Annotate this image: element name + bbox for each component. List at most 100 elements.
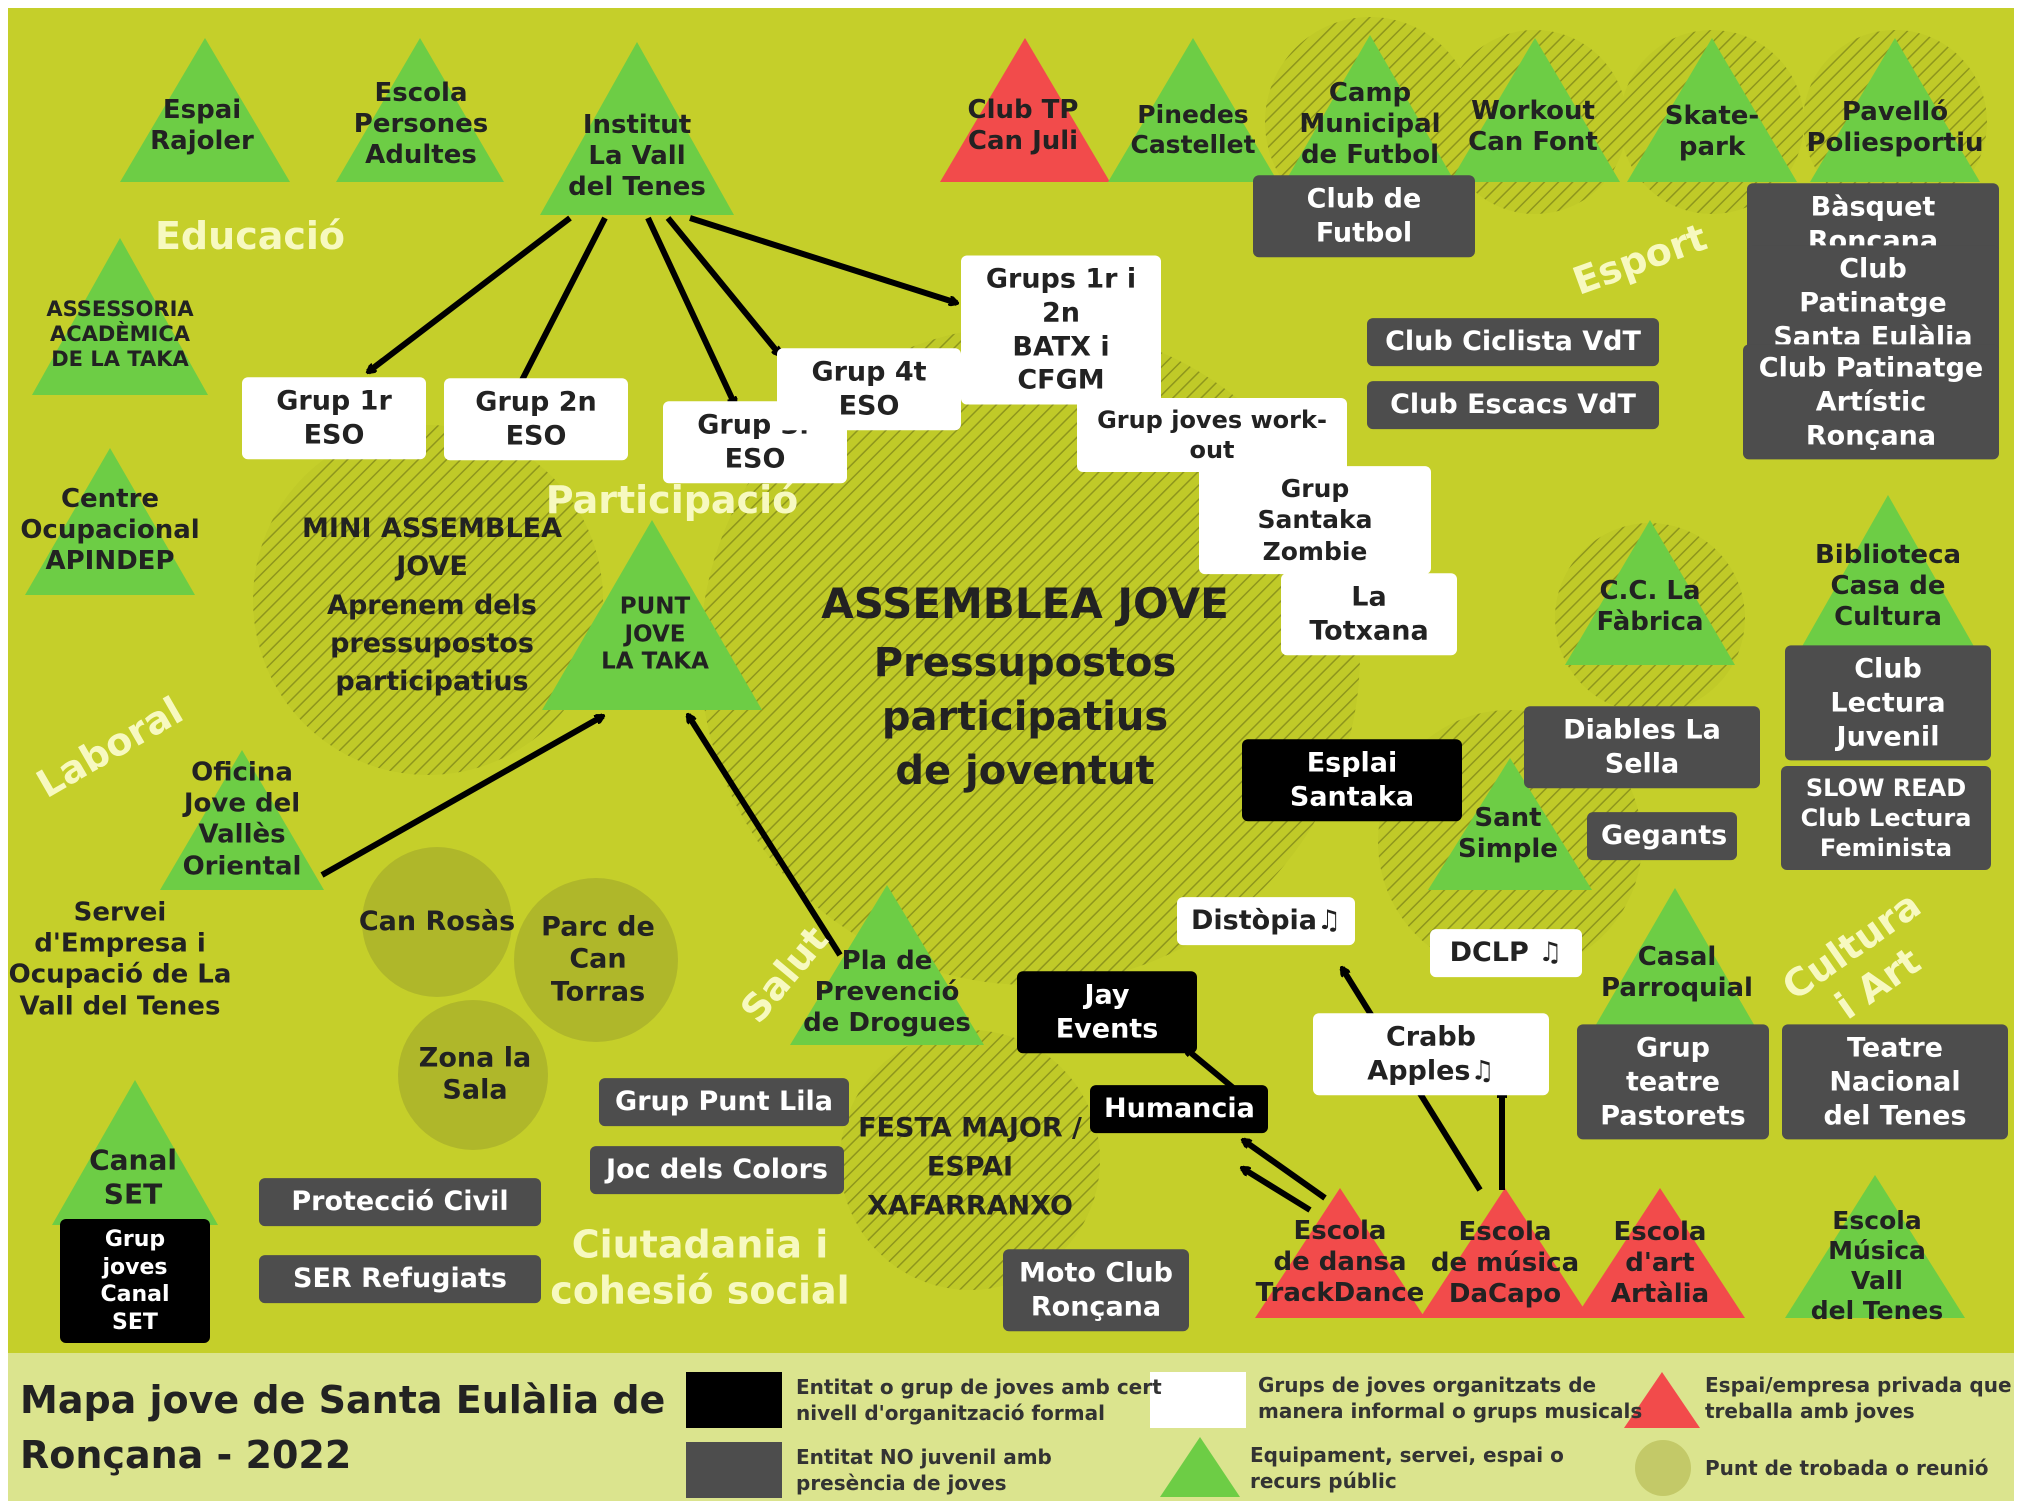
assessoria-triangle bbox=[32, 238, 208, 395]
festa-major-label: FESTA MAJOR / ESPAI XAFARRANXO bbox=[858, 1112, 1082, 1222]
escacs-box: Club Escacs VdT bbox=[1367, 381, 1659, 429]
humancia-box: Humancia bbox=[1090, 1085, 1268, 1133]
legend-white-swatch bbox=[1150, 1372, 1246, 1428]
moto-club-box: Moto Club Ronçana bbox=[1003, 1249, 1189, 1331]
legend-black-text: Entitat o grup de joves amb cert nivell … bbox=[796, 1375, 1162, 1425]
pavello-triangle bbox=[1810, 38, 1980, 182]
legend-red-triangle bbox=[1624, 1372, 1700, 1428]
camp-futbol-triangle bbox=[1285, 35, 1455, 182]
area-label-participacio: Participació bbox=[545, 478, 799, 523]
grup-4t-box: Grup 4t ESO bbox=[777, 348, 961, 430]
arrow-to-grup-2n bbox=[515, 216, 608, 388]
diables-box: Diables La Sella bbox=[1524, 706, 1760, 788]
jay-events-box: Jay Events bbox=[1017, 971, 1197, 1053]
pavello-label: Pavelló Poliesportiu bbox=[1806, 96, 1984, 158]
escola-musica-dacapo-triangle bbox=[1420, 1188, 1590, 1318]
arrow-pla-to-punt bbox=[685, 715, 843, 957]
can-torras-spot bbox=[514, 878, 678, 1042]
legend-symbols bbox=[686, 1372, 1700, 1498]
zombie-box: Grup Santaka Zombie bbox=[1199, 466, 1431, 574]
dclp-box: DCLP ♫ bbox=[1430, 929, 1582, 977]
sant-simple-triangle bbox=[1428, 758, 1592, 890]
legend-gray-swatch bbox=[686, 1442, 782, 1498]
teatre-nacional-box: Teatre Nacional del Tenes bbox=[1782, 1024, 2008, 1140]
mini-assemblea-area bbox=[253, 425, 603, 775]
arrow-to-grup-4t bbox=[665, 216, 780, 355]
espai-rajoler-triangle bbox=[120, 38, 290, 182]
servei-empresa-label: Servei d'Empresa i Ocupació de La Vall d… bbox=[8, 897, 232, 1022]
area-label-ciutadania: Ciutadania i cohesió social bbox=[550, 1222, 850, 1312]
assemblea-title: ASSEMBLEA JOVE bbox=[821, 578, 1229, 628]
punt-jove-triangle bbox=[542, 520, 762, 710]
casal-parroquial-triangle bbox=[1590, 888, 1760, 1035]
arrow-to-grup-3r bbox=[645, 216, 738, 405]
club-futbol-box: Club de Futbol bbox=[1253, 175, 1475, 257]
slow-read-box: SLOW READ Club Lectura Feminista bbox=[1781, 766, 1991, 870]
escola-art-triangle bbox=[1575, 1188, 1745, 1318]
can-torras-label: Parc de Can Torras bbox=[541, 911, 655, 1008]
arrow-dansa-to-humancia-1 bbox=[1243, 1137, 1327, 1201]
escola-art-label: Escola d'art Artàlia bbox=[1610, 1217, 1710, 1310]
cc-fabrica-triangle bbox=[1565, 520, 1735, 665]
arrow-dansa-to-humancia-2 bbox=[1242, 1165, 1312, 1213]
grup-canal-set-box: Grup joves Canal SET bbox=[60, 1219, 210, 1343]
patinatge-santa-box: Club Patinatge Santa Eulàlia bbox=[1747, 245, 1999, 361]
grup-1r-box: Grup 1r ESO bbox=[242, 377, 426, 459]
escola-adults-label: Escola Persones Adultes bbox=[353, 78, 489, 171]
mini-assemblea-text: MINI ASSEMBLEA JOVE Aprenem dels pressup… bbox=[302, 513, 562, 698]
club-tp-label: Club TP Can Juli bbox=[967, 94, 1079, 156]
skatepark-triangle bbox=[1627, 38, 1797, 182]
escola-adults-triangle bbox=[336, 38, 504, 182]
escola-dacapo-label: Escola de música DaCapo bbox=[1430, 1217, 1580, 1310]
batx-box: Grups 1r i 2n BATX i CFGM bbox=[961, 255, 1161, 405]
map-title: Mapa jove de Santa Eulàlia de Ronçana - … bbox=[20, 1378, 666, 1478]
totxana-box: La Totxana bbox=[1281, 573, 1457, 655]
legend-black-swatch bbox=[686, 1372, 782, 1428]
zona-sala-spot bbox=[398, 1000, 548, 1150]
festa-major-area bbox=[840, 1030, 1100, 1290]
assemblea-subtitle: Pressupostos participatius de joventut bbox=[873, 640, 1177, 794]
workout-group-box: Grup joves work-out bbox=[1077, 398, 1347, 472]
legend-circle bbox=[1635, 1440, 1691, 1496]
canal-set-triangle bbox=[52, 1080, 218, 1225]
workout-label: Workout Can Font bbox=[1468, 95, 1598, 157]
crabb-box: Crabb Apples♫ bbox=[1313, 1013, 1549, 1095]
escola-dansa-triangle bbox=[1255, 1188, 1425, 1318]
camp-futbol-label: Camp Municipal de Futbol bbox=[1299, 78, 1441, 171]
oficina-jove-label: Oficina Jove del Vallès Oriental bbox=[182, 757, 302, 882]
arrow-oficina-to-punt bbox=[320, 713, 603, 878]
punt-jove-label: PUNT JOVE LA TAKA bbox=[601, 593, 709, 675]
patinatge-artistic-box: Club Patinatge Artístic Ronçana bbox=[1743, 344, 1999, 460]
club-tp-triangle bbox=[940, 38, 1110, 182]
punt-lila-box: Grup Punt Lila bbox=[599, 1078, 849, 1126]
pinedes-triangle bbox=[1108, 38, 1278, 182]
legend-red-text: Espai/empresa privada que treballa amb j… bbox=[1705, 1373, 2012, 1423]
institut-triangle bbox=[540, 42, 734, 215]
can-rosas-label: Can Rosàs bbox=[358, 905, 516, 937]
pla-prevencio-triangle bbox=[790, 885, 984, 1045]
biblioteca-triangle bbox=[1800, 495, 1976, 650]
casal-parroquial-label: Casal Parroquial bbox=[1601, 941, 1753, 1003]
assessoria-label: ASSESSORIA ACADÈMICA DE LA TAKA bbox=[46, 297, 194, 372]
institut-label: Institut La Vall del Tenes bbox=[568, 110, 706, 203]
pinedes-label: Pinedes Castellet bbox=[1130, 100, 1256, 159]
distopia-box: Distòpia♫ bbox=[1177, 897, 1355, 945]
zona-sala-label: Zona la Sala bbox=[418, 1042, 532, 1106]
legend-green-text: Equipament, servei, espai o recurs públi… bbox=[1250, 1443, 1564, 1493]
arrow-to-batx bbox=[689, 215, 957, 303]
joc-colors-box: Joc dels Colors bbox=[590, 1146, 844, 1194]
centre-ocupacional-label: Centre Ocupacional APINDEP bbox=[20, 484, 200, 577]
lectura-juvenil-box: Club Lectura Juvenil bbox=[1785, 645, 1991, 761]
can-rosas-spot bbox=[362, 847, 512, 997]
ciclista-box: Club Ciclista VdT bbox=[1367, 318, 1659, 366]
triangles bbox=[25, 35, 1980, 1318]
escola-dansa-label: Escola de dansa TrackDance bbox=[1255, 1216, 1425, 1309]
escola-musica-vall-label: Escola Música Vall del Tenes bbox=[1810, 1206, 1944, 1325]
pla-prevencio-label: Pla de Prevenció de Drogues bbox=[803, 946, 971, 1039]
esplai-box: Esplai Santaka bbox=[1242, 739, 1462, 821]
oficina-jove-triangle bbox=[160, 750, 324, 890]
sant-simple-label: Sant Simple bbox=[1458, 802, 1558, 864]
cc-fabrica-label: C.C. La Fàbrica bbox=[1596, 575, 1704, 637]
